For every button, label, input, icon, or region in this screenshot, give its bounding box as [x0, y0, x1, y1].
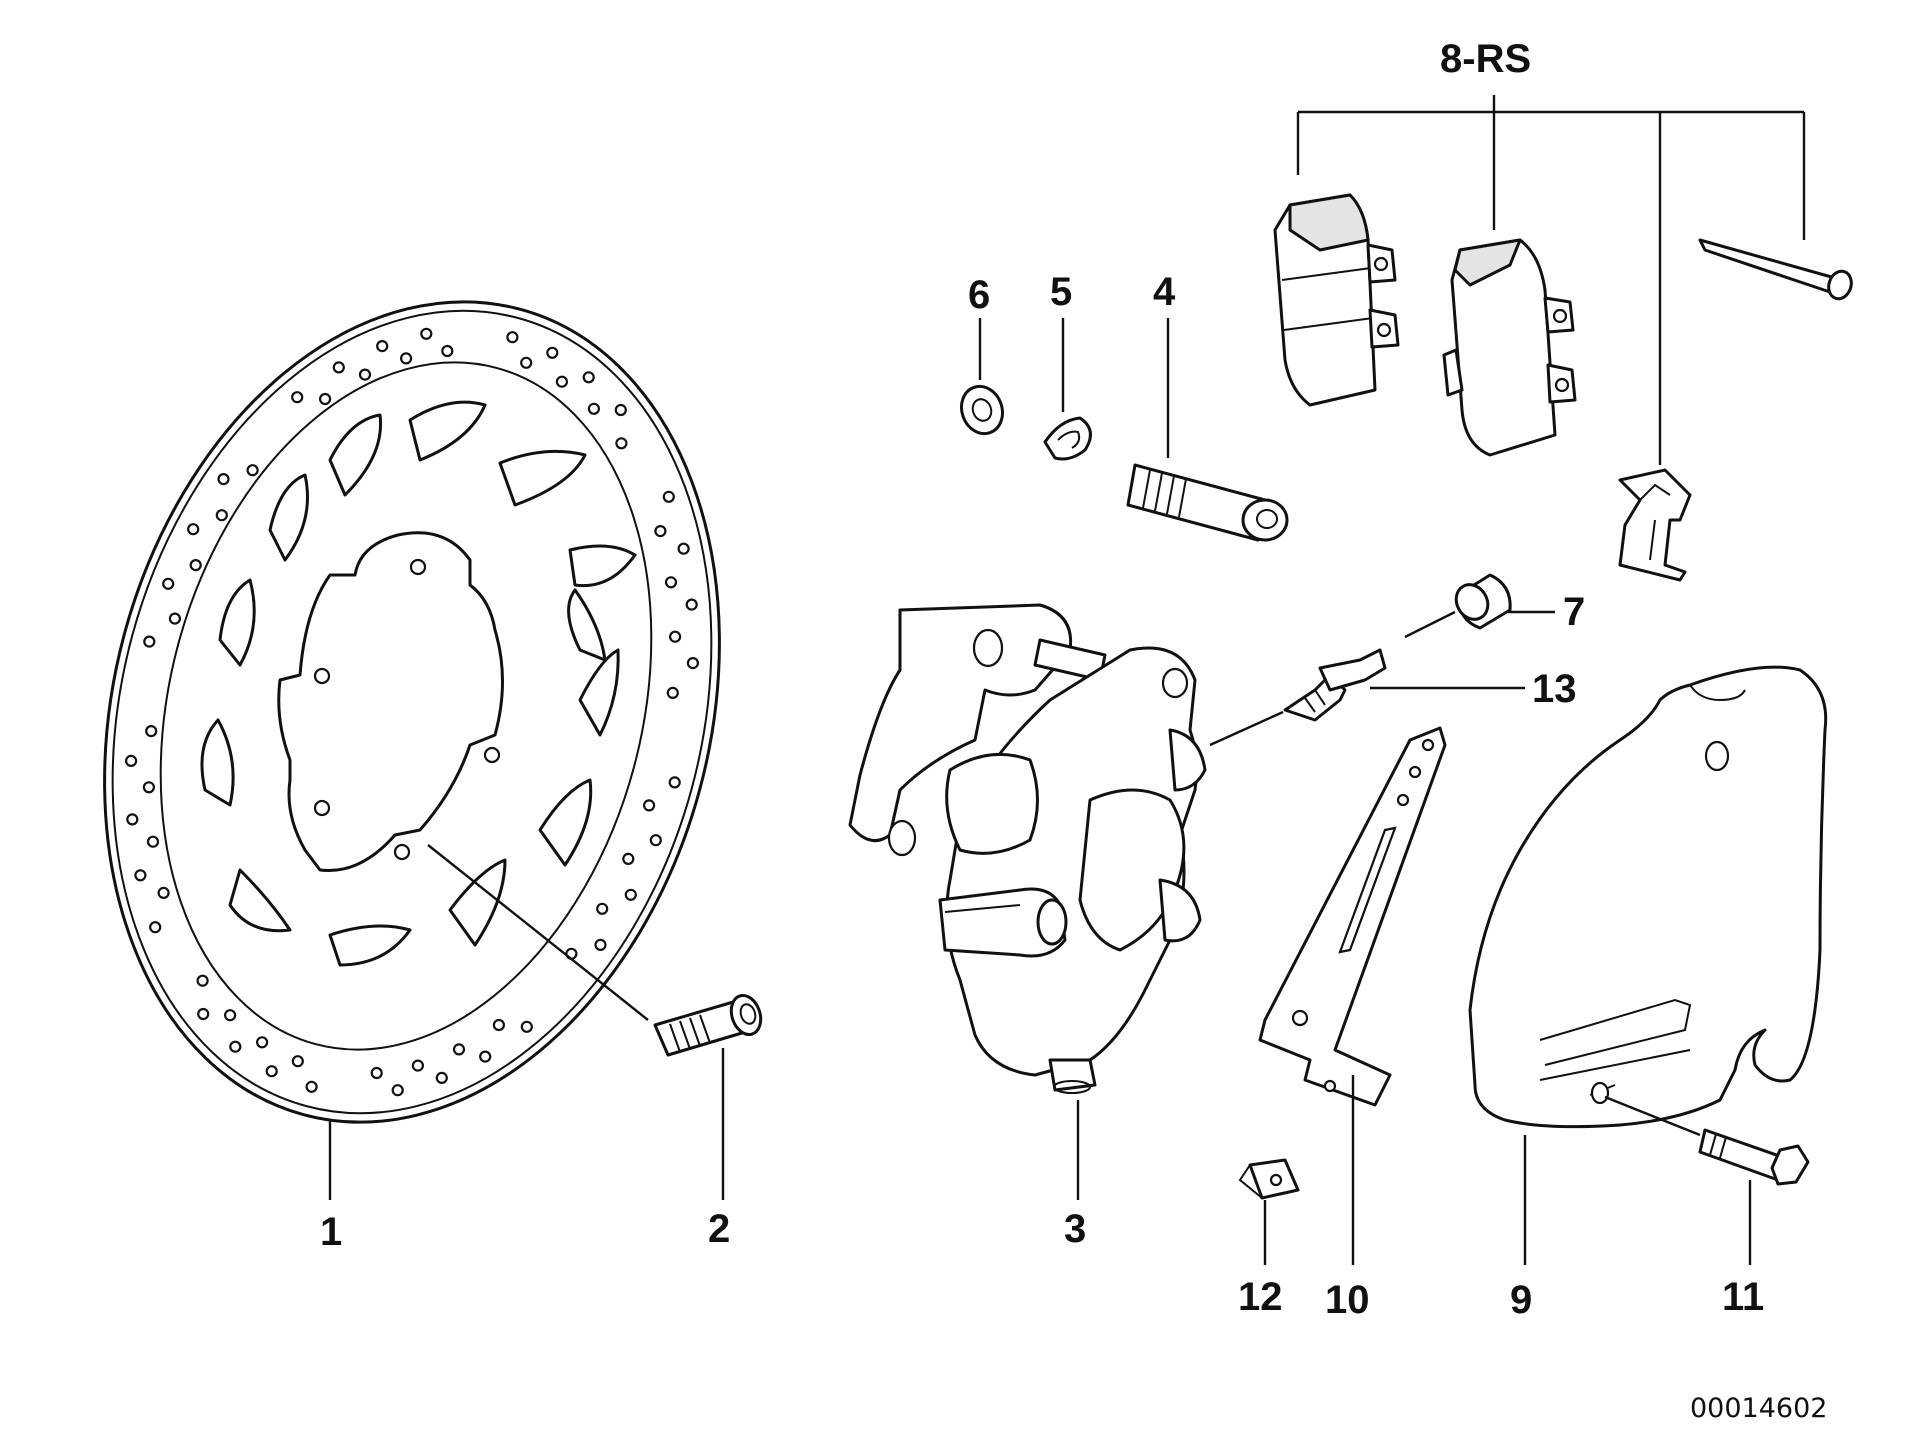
- disc-hole: [162, 577, 175, 590]
- disc-hole: [594, 938, 607, 952]
- disc-hole: [677, 542, 690, 555]
- disc-hole: [479, 1050, 492, 1063]
- callout-10: 10: [1325, 1278, 1370, 1322]
- anti-rattle-spring: [1618, 468, 1692, 582]
- disc-hole: [411, 1059, 424, 1072]
- brake-pad-left: [1273, 193, 1400, 407]
- disc-hole: [187, 523, 200, 536]
- callout-13: 13: [1532, 667, 1577, 711]
- disc-hole: [546, 346, 559, 359]
- callout-9: 9: [1510, 1278, 1532, 1322]
- disc-hub: [277, 531, 504, 873]
- disc-hole: [319, 392, 332, 406]
- disc-hole: [146, 835, 160, 848]
- disc-hole: [664, 576, 678, 589]
- pin-bolt: [1126, 463, 1289, 542]
- disc-hole: [615, 437, 628, 450]
- bleed-nipple: [1283, 648, 1387, 722]
- disc-hole: [649, 834, 662, 847]
- disc-hole: [256, 1036, 269, 1049]
- disc-hole: [376, 340, 389, 353]
- disc-hole: [305, 1080, 318, 1093]
- callout-2: 2: [708, 1207, 730, 1251]
- disc-hole: [126, 813, 139, 826]
- disc-hole: [145, 724, 158, 738]
- disc-hole: [441, 344, 454, 358]
- disc-hole: [420, 327, 433, 340]
- caliper-cover: [1468, 665, 1828, 1129]
- disc-hole: [654, 524, 667, 538]
- clip-nut: [1238, 1158, 1300, 1200]
- disc-hole: [520, 356, 533, 369]
- callout-11: 11: [1722, 1275, 1764, 1319]
- disc-hole: [143, 635, 156, 648]
- disc-hole: [157, 886, 170, 900]
- disc-hole: [452, 1043, 466, 1056]
- disc-hole: [358, 368, 372, 381]
- brake-caliper: [848, 603, 1207, 1094]
- callout-3: 3: [1064, 1207, 1086, 1251]
- disc-hole: [134, 869, 147, 882]
- callout-12: 12: [1238, 1275, 1283, 1319]
- disc-hole: [642, 799, 656, 812]
- disc-hole: [614, 403, 627, 417]
- disc-bolt: [653, 993, 763, 1057]
- callout-8-rs: 8-RS: [1440, 37, 1531, 81]
- disc-hole: [142, 781, 155, 794]
- disc-hole: [229, 1040, 242, 1053]
- disc-hole: [125, 754, 138, 768]
- disc-hole: [587, 402, 601, 415]
- disc-hole: [492, 1018, 505, 1032]
- cover-bolt: [1698, 1128, 1810, 1186]
- brake-pad-right: [1442, 238, 1577, 457]
- callout-4: 4: [1153, 270, 1176, 314]
- disc-hole: [224, 1009, 237, 1022]
- disc-hole: [596, 902, 609, 915]
- disc-hole: [197, 1007, 210, 1021]
- callout-labels: 1 2 3 4 5 6 7 8-RS 9 10 11 12 13 0001460…: [320, 37, 1827, 1424]
- disc-hole: [400, 352, 413, 365]
- pad-pin: [1698, 238, 1853, 301]
- callout-1: 1: [320, 1210, 342, 1254]
- bracket-plate: [1258, 726, 1447, 1107]
- brake-disc: [103, 300, 721, 1124]
- disc-hole: [506, 331, 519, 344]
- disc-hole: [291, 1055, 304, 1068]
- disc-hole: [391, 1084, 404, 1097]
- disc-hole: [662, 490, 675, 503]
- callout-6: 6: [968, 273, 990, 317]
- disc-vent-slots: [200, 400, 637, 967]
- disc-hole: [149, 921, 162, 934]
- spring-clip: [1043, 416, 1092, 461]
- disc-hole: [291, 391, 304, 404]
- disc-hole: [217, 473, 230, 486]
- disc-hole: [668, 630, 682, 643]
- leader-lines: [328, 95, 1806, 1265]
- disc-hole: [332, 361, 345, 374]
- disc-hole: [624, 888, 637, 901]
- disc-hole: [168, 612, 181, 625]
- disc-hole: [246, 464, 259, 477]
- disc-hole: [555, 375, 569, 388]
- disc-hole: [265, 1065, 278, 1078]
- callout-7: 7: [1563, 590, 1585, 634]
- disc-hole: [685, 598, 698, 611]
- disc-hole: [520, 1020, 533, 1033]
- disc-hole: [582, 371, 595, 384]
- disc-hole: [686, 656, 700, 670]
- disc-hole: [189, 558, 202, 572]
- disc-hole: [370, 1066, 383, 1080]
- disc-drill-holes: [125, 327, 700, 1097]
- washer: [959, 384, 1005, 436]
- disc-hole: [666, 686, 679, 700]
- disc-hole: [215, 509, 228, 522]
- disc-hole: [435, 1071, 448, 1085]
- disc-hole: [668, 776, 681, 789]
- callout-5: 5: [1050, 270, 1072, 314]
- disc-hole: [196, 974, 209, 987]
- disc-hole: [622, 852, 635, 866]
- reference-number: 00014602: [1690, 1393, 1827, 1424]
- bleed-cap: [1454, 573, 1512, 630]
